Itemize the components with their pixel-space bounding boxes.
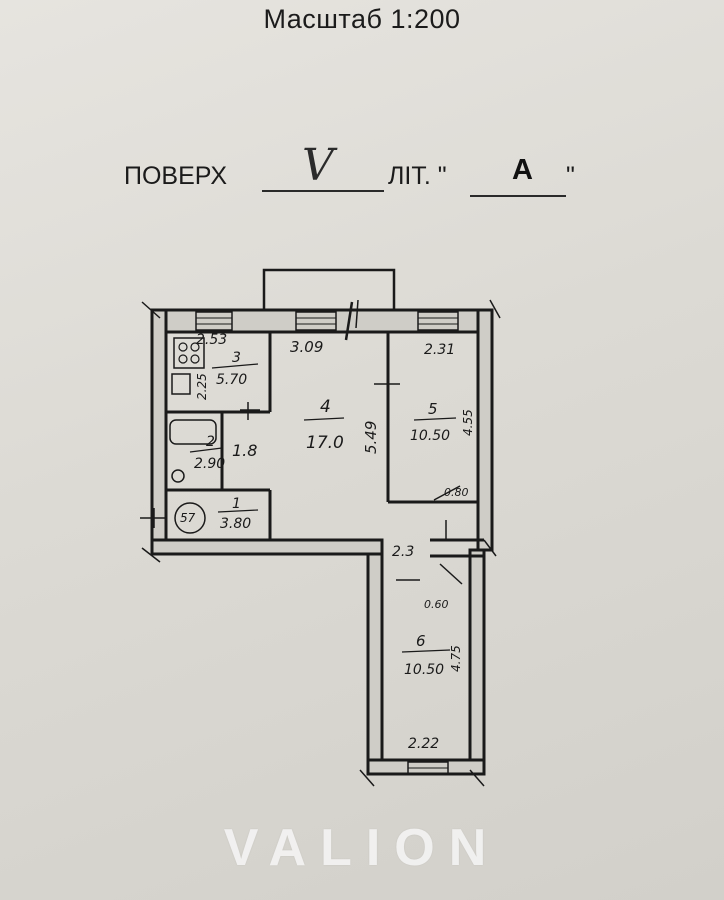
dim-door-b: 0.60 [424, 598, 449, 611]
room3-area: 5.70 [216, 372, 247, 388]
room1-number: 1 [232, 496, 241, 512]
top-wall [150, 308, 494, 334]
bottom-wall-left [150, 538, 384, 556]
lit-value: А [512, 154, 533, 186]
lit-close-quote: " [566, 162, 575, 190]
room3-number: 3 [232, 350, 241, 366]
shaft-icon [174, 502, 206, 534]
dim-room6-width: 2.22 [408, 736, 439, 752]
floor-value: V [302, 140, 334, 191]
dim-room5-depth: 4.55 [461, 409, 475, 436]
watermark: VALION [223, 819, 501, 877]
room5-number: 5 [428, 400, 438, 418]
scale-label: Масштаб 1:200 [263, 4, 461, 34]
dim-room3-depth: 2.25 [195, 373, 209, 400]
shaft-number: 57 [180, 511, 196, 525]
sink-icon [171, 373, 191, 395]
lit-label: ЛІТ. " [388, 162, 447, 190]
window-3 [417, 311, 459, 331]
window-1 [195, 311, 233, 331]
floor-label: ПОВЕРХ [124, 162, 227, 190]
room4-area: 17.0 [306, 433, 344, 453]
dim-corridor-width: 1.8 [232, 441, 257, 460]
room6-number: 6 [416, 632, 426, 650]
room4-number: 4 [320, 397, 331, 417]
dim-room5-width: 2.31 [424, 342, 455, 358]
dim-room6-depth: 4.75 [449, 645, 463, 672]
dim-door-a: 0.80 [444, 486, 469, 499]
right-wall-upper [476, 308, 494, 552]
lower-right-wall [468, 548, 486, 766]
lower-left-wall [366, 552, 384, 766]
dim-hall-width: 2.3 [392, 544, 414, 560]
dim-room4-width: 3.09 [290, 338, 323, 356]
toilet-icon [171, 469, 185, 483]
room2-number: 2 [206, 434, 215, 450]
stove-icon [173, 337, 205, 369]
dim-room3-width: 2.53 [196, 332, 227, 348]
room1-area: 3.80 [220, 516, 251, 532]
bathtub-icon [169, 419, 217, 445]
floor-underline [262, 190, 384, 192]
balcony-outline [262, 268, 396, 312]
room6-area: 10.50 [404, 662, 444, 678]
window-2 [295, 311, 337, 331]
room5-area: 10.50 [410, 428, 450, 444]
room2-area: 2.90 [194, 456, 225, 472]
lit-underline [470, 195, 566, 197]
dim-room4-depth: 5.49 [362, 421, 380, 454]
